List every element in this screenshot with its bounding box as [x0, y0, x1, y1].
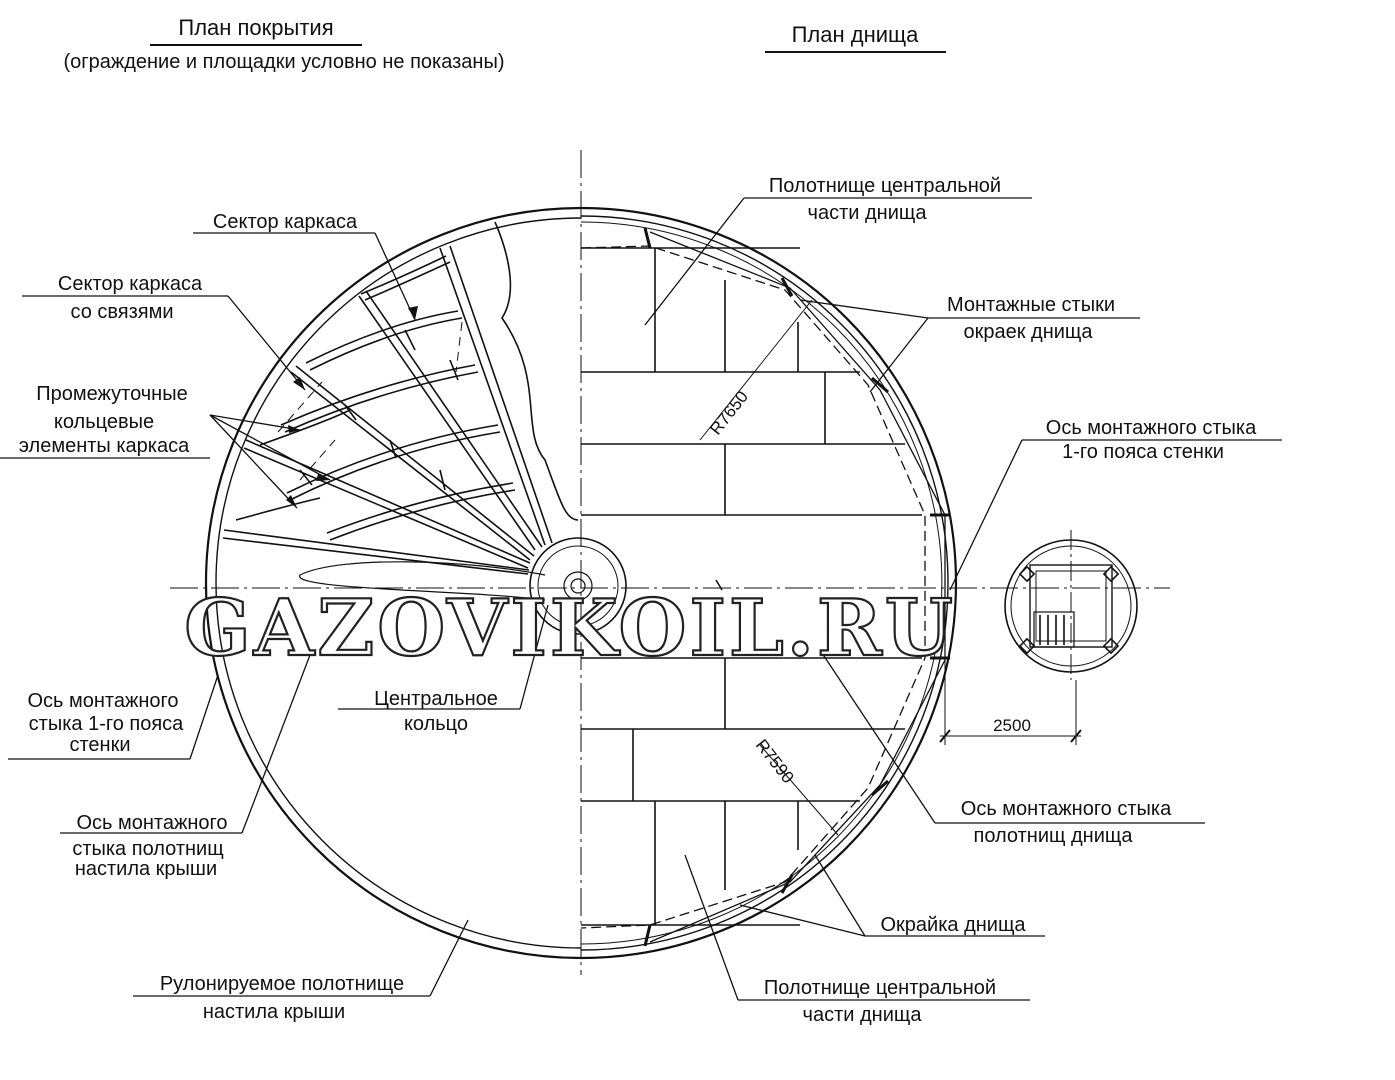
offset-dim-label: 2500 [993, 716, 1031, 735]
watermark: GAZOVIKOIL.RU [184, 583, 956, 674]
label-deck-joint-1: Ось монтажного [76, 812, 227, 834]
label-wall-joint-roof-3: стенки [69, 734, 130, 756]
label-edge-joints-2: окраек днища [963, 321, 1093, 343]
annular-plates [580, 227, 950, 947]
label-ring-elements-3: элементы каркаса [19, 435, 190, 457]
label-central-ring-1: Центральное [374, 688, 498, 710]
label-ring-elements-1: Промежуточные [36, 383, 187, 405]
rolled-deck-edge [494, 221, 579, 521]
tank-left-inner [215, 217, 582, 949]
roof-plan-note: (ограждение и площадки условно не показа… [64, 51, 505, 73]
bottom-leaders [644, 197, 1282, 1001]
label-central-ring-2: кольцо [404, 713, 468, 735]
label-rolled-deck-1: Рулонируемое полотнище [160, 973, 404, 995]
label-central-sheet-top-1: Полотнище центральной [769, 175, 1001, 197]
label-wall-joint-roof-1: Ось монтажного [27, 690, 178, 712]
label-central-sheet-top-2: части днища [808, 202, 928, 224]
label-sheet-joint-1: Ось монтажного стыка [961, 798, 1172, 820]
label-edge-joints-1: Монтажные стыки [947, 294, 1115, 316]
tank-right-inner [580, 215, 949, 951]
label-rolled-deck-2: настила крыши [203, 1001, 345, 1023]
radius-r7590: R7590 [752, 736, 798, 787]
label-wall-joint-roof-2: стыка 1-го пояса [29, 713, 185, 735]
detail-circle [1004, 530, 1138, 680]
label-frame-sector-braced-2: со связями [70, 301, 173, 323]
tank-left-outer [204, 206, 582, 960]
label-central-sheet-bottom-1: Полотнище центральной [764, 977, 996, 999]
label-frame-sector: Сектор каркаса [213, 211, 358, 233]
label-deck-joint-2: стыка полотнищ [72, 838, 223, 860]
label-ring-elements-2: кольцевые [54, 411, 154, 433]
bottom-plan-title: План днища [792, 22, 920, 47]
tank-right-outer [580, 206, 958, 960]
roof-plan-title: План покрытия [178, 15, 333, 40]
radius-r7650: R7650 [706, 387, 752, 438]
label-deck-joint-3: настила крыши [75, 858, 217, 880]
radius-dimensions [699, 299, 839, 836]
label-wall-joint-bottom-2: 1-го пояса стенки [1062, 441, 1224, 463]
label-annular-plate: Окрайка днища [880, 914, 1026, 936]
label-central-sheet-bottom-2: части днища [803, 1004, 923, 1026]
offset-dimension [939, 660, 1082, 745]
label-frame-sector-braced-1: Сектор каркаса [58, 273, 203, 295]
roof-arrows [286, 306, 418, 508]
central-ring [529, 537, 627, 635]
label-sheet-joint-2: полотнищ днища [974, 825, 1134, 847]
label-wall-joint-bottom-1: Ось монтажного стыка [1046, 417, 1257, 439]
roof-framework [222, 221, 627, 635]
roof-leaders [0, 232, 549, 997]
